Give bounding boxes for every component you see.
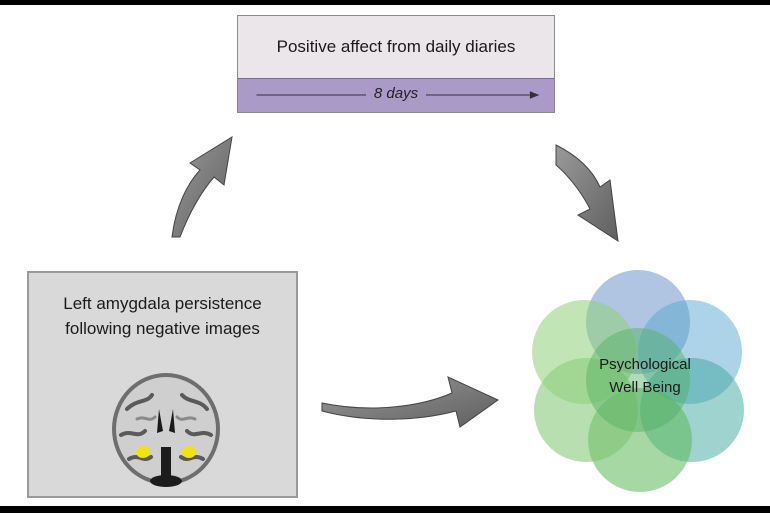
duration-bar: 8 days bbox=[238, 78, 554, 112]
wellbeing-label: Psychological Well Being bbox=[560, 353, 730, 399]
brain-scan-image bbox=[112, 373, 220, 487]
down-curved-arrow-icon bbox=[555, 144, 619, 243]
left-amygdala-highlight bbox=[136, 446, 150, 458]
amygdala-caption-line1: Left amygdala persistence bbox=[63, 294, 262, 313]
duration-label: 8 days bbox=[365, 85, 427, 102]
amygdala-caption-line2: following negative images bbox=[65, 319, 260, 338]
wellbeing-label-line2: Well Being bbox=[609, 379, 681, 396]
flow-arrows bbox=[171, 135, 619, 428]
wellbeing-label-line1: Psychological bbox=[599, 356, 691, 373]
right-curved-arrow-icon bbox=[321, 376, 499, 428]
amygdala-caption: Left amygdala persistence following nega… bbox=[29, 291, 296, 341]
right-amygdala-highlight bbox=[182, 446, 196, 458]
up-curved-arrow-icon bbox=[171, 135, 233, 238]
wellbeing-flower-icon bbox=[532, 270, 744, 492]
amygdala-box: Left amygdala persistence following nega… bbox=[27, 271, 298, 498]
daily-diaries-title: Positive affect from daily diaries bbox=[238, 16, 554, 78]
figure-canvas: Positive affect from daily diaries 8 day… bbox=[0, 5, 770, 506]
daily-diaries-box: Positive affect from daily diaries 8 day… bbox=[237, 15, 555, 113]
